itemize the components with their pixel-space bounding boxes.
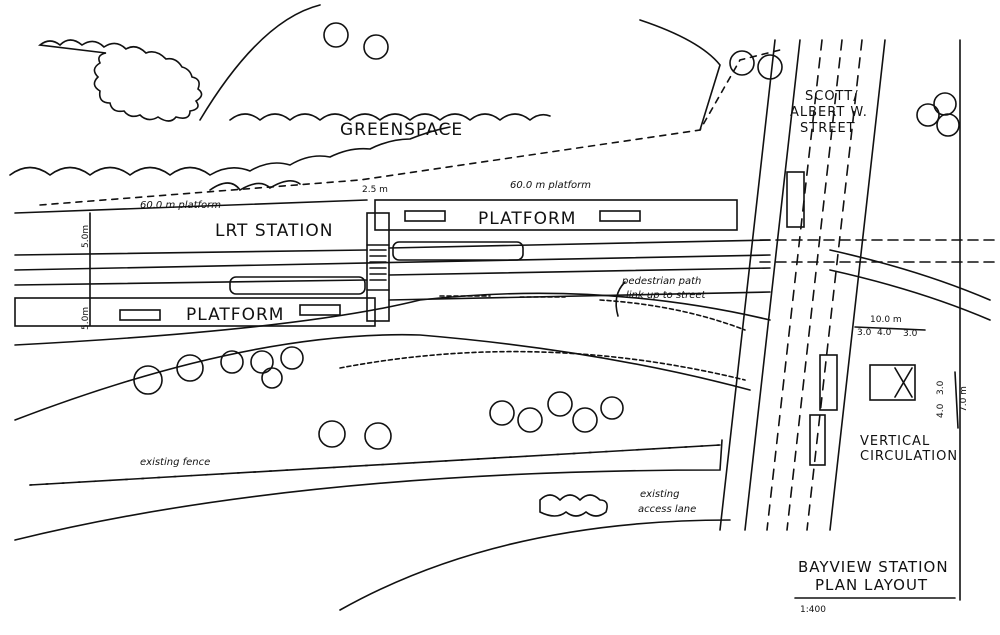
platform-bottom: [14, 297, 376, 327]
platform-bottom-shelter: [119, 309, 161, 321]
elevator-x-icon: [894, 367, 913, 398]
train-upper: [392, 241, 524, 261]
existing-fence: [29, 444, 721, 486]
property-line: [39, 49, 781, 206]
vc-depth-2: 4.0: [936, 403, 946, 418]
platform-length-right: 60.0 m platform: [510, 180, 591, 191]
lrt-tracks: [14, 199, 771, 301]
greenspace-path-curve-2: [639, 19, 721, 131]
vc-total-width: 10.0 m: [870, 315, 902, 325]
pedestrian-path-label-1: pedestrian path: [621, 276, 701, 287]
vertical-circulation-label-2: CIRCULATION: [860, 449, 958, 464]
pedestrian-bridge: [366, 212, 390, 322]
trees: [133, 22, 960, 450]
shrub-row: [439, 295, 746, 331]
platform-width-bottom: 5.0m: [81, 307, 91, 330]
access-lane-edge: [14, 439, 723, 541]
greenspace-path-curve: [199, 4, 321, 121]
greenspace-label: GREENSPACE: [340, 120, 463, 140]
bridge-width-label: 2.5 m: [362, 185, 388, 195]
street-label-1: SCOTT/: [805, 89, 859, 104]
scott-albert-street: [719, 39, 1000, 601]
platform-width-top: 5.0m: [81, 225, 91, 248]
vc-depth-dimension-line: [954, 371, 959, 429]
platform-top-shelter: [599, 210, 641, 222]
platform-bottom-shelter: [299, 304, 341, 316]
greenspace-edge: [9, 126, 451, 176]
train-lower: [229, 276, 366, 295]
pedestrian-path-label-2: link up to street: [626, 290, 706, 301]
arrow-pedestrian-icon: [615, 281, 626, 317]
greenspace-treeline: [38, 39, 203, 122]
access-lane-label-2: access lane: [638, 504, 696, 515]
title-line-2: PLAN LAYOUT: [815, 576, 928, 594]
street-label-2: ALBERT W.: [790, 105, 868, 120]
platform-top-shelter: [404, 210, 446, 222]
greenspace-bushes-small: [209, 180, 301, 192]
platform-length-left: 60.0 m platform: [140, 200, 221, 211]
vc-depth-1: 3.0: [936, 380, 946, 395]
platform-bottom-label: PLATFORM: [186, 305, 284, 325]
bridge-stairs: [366, 244, 390, 291]
vc-width-2: 4.0: [877, 328, 892, 338]
existing-fence-label: existing fence: [140, 457, 210, 468]
vc-width-1: 3.0: [857, 328, 872, 338]
vertical-circulation-core: [869, 364, 916, 401]
access-lane-edge-2: [339, 519, 731, 611]
hedge-row: [339, 350, 746, 381]
greenspace-bushes: [229, 113, 551, 122]
title-line-1: BAYVIEW STATION: [798, 558, 949, 576]
vc-width-3: 3.0: [903, 329, 918, 339]
lrt-station-label: LRT STATION: [215, 221, 334, 241]
bush: [539, 494, 608, 517]
vc-total-depth: 7.0 m: [959, 386, 969, 412]
vc-width-dimension-line: [854, 326, 926, 331]
platform-top-label: PLATFORM: [478, 209, 576, 229]
scale-label: 1:400: [800, 605, 826, 615]
street-label-3: STREET: [800, 121, 856, 136]
access-lane-label-1: existing: [640, 489, 679, 500]
pedestrian-path-edge: [14, 292, 771, 346]
platform-top: [374, 199, 738, 231]
pedestrian-path-edge-2: [14, 333, 751, 421]
vertical-circulation-label-1: VERTICAL: [860, 434, 930, 449]
